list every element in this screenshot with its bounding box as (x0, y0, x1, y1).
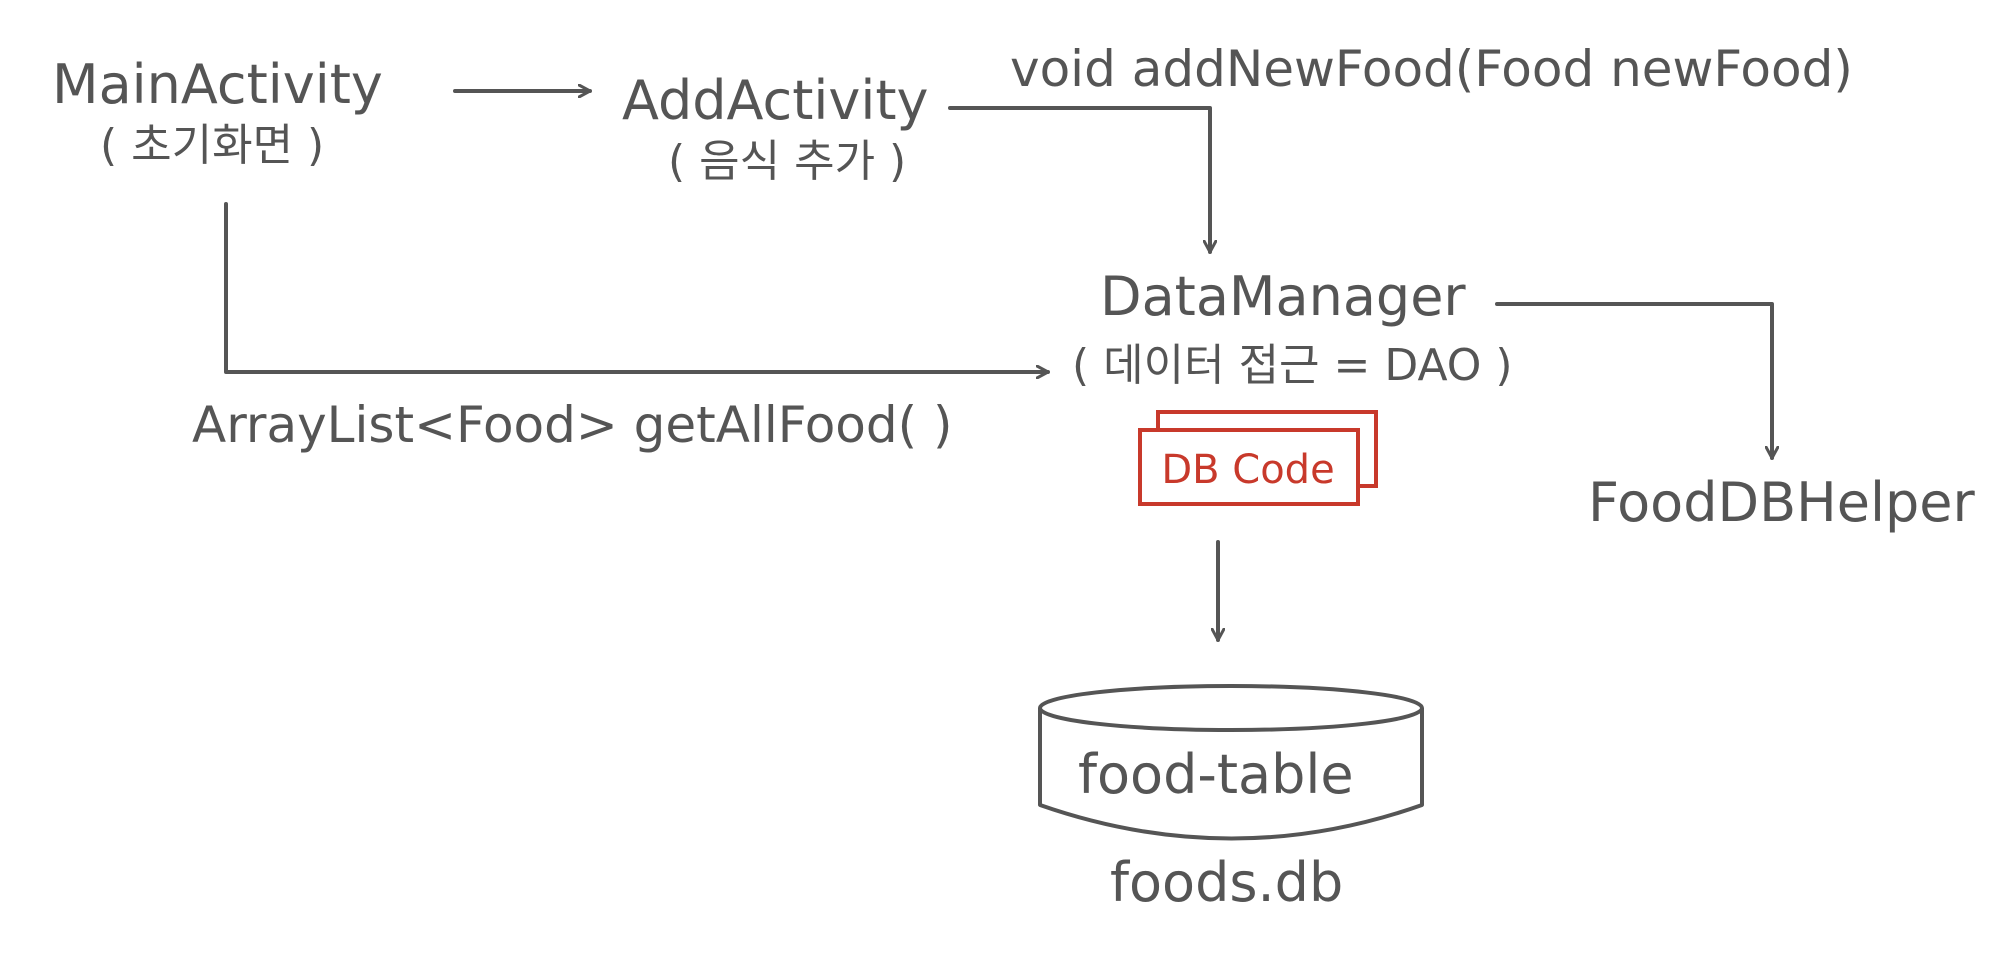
db-code-badge-front (1138, 428, 1360, 506)
data-manager-label: DataManager (1100, 265, 1466, 328)
arrow-datamanager-to-helper (1495, 302, 1772, 460)
food-table-label: food-table (1078, 743, 1354, 806)
database-cylinder-body (1038, 708, 1424, 841)
database-cylinder-top (1038, 684, 1424, 732)
food-db-helper-label: FoodDBHelper (1588, 471, 1975, 534)
get-all-food-method-label: ArrayList<Food> getAllFood( ) (192, 396, 953, 454)
arrow-add-to-datamanager (948, 106, 1210, 254)
add-new-food-method-label: void addNewFood(Food newFood) (1010, 40, 1853, 98)
foods-db-file-label: foods.db (1110, 851, 1344, 914)
main-activity-label: MainActivity (52, 53, 383, 116)
data-manager-desc: ( 데이터 접근 = DAO ) (1072, 340, 1513, 391)
add-activity-label: AddActivity (622, 69, 929, 132)
add-activity-desc: ( 음식 추가 ) (668, 136, 907, 187)
arrow-main-to-datamanager (224, 202, 1050, 372)
db-code-badge-label: DB Code (1161, 447, 1335, 493)
main-activity-desc: ( 초기화면 ) (100, 120, 325, 171)
